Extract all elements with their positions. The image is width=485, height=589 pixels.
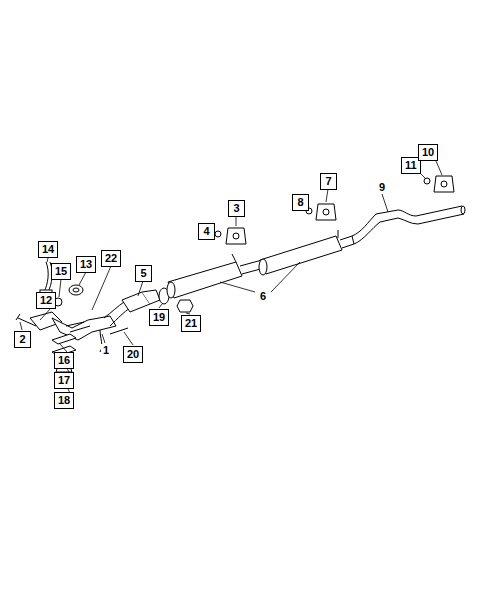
callout-number: 6 (258, 290, 268, 303)
muffler-end (259, 259, 267, 275)
isolator-hole (323, 209, 329, 215)
hanger-isolator (434, 176, 454, 192)
tail-pipe-end (461, 206, 465, 214)
isolator-hole (441, 181, 447, 187)
callout-number: 15 (51, 263, 71, 280)
callout-number: 19 (149, 309, 169, 326)
leader-line (79, 272, 86, 285)
washer (215, 231, 221, 237)
stud (110, 328, 128, 334)
callout-number: 2 (14, 331, 31, 348)
converter-detail (66, 322, 90, 332)
callout-number: 10 (418, 144, 438, 161)
leader-line (220, 262, 300, 292)
converter-outlet (142, 290, 160, 304)
callout-number: 1 (101, 344, 111, 357)
leader-line (47, 258, 48, 262)
callout-number: 12 (36, 292, 56, 309)
leader-line (102, 334, 105, 343)
gasket (69, 285, 83, 295)
washer (424, 178, 430, 184)
callout-number: 8 (292, 194, 309, 211)
callout-number: 18 (54, 392, 74, 409)
tail-pipe (352, 206, 464, 244)
callout-number: 14 (38, 241, 58, 258)
leader-line (138, 281, 143, 296)
callout-number: 20 (123, 346, 143, 363)
callout-number: 22 (101, 250, 121, 267)
callout-number: 4 (198, 223, 215, 240)
callout-number: 7 (320, 173, 337, 190)
leader-line (186, 313, 190, 314)
leader-line (124, 332, 133, 345)
callout-number: 13 (76, 256, 96, 273)
resonator (168, 262, 242, 298)
gasket-hole (73, 288, 79, 292)
leader-line (436, 161, 442, 175)
clamp-nut (177, 300, 193, 312)
leader-line (382, 194, 388, 212)
leader-lines (20, 161, 442, 399)
muffler (260, 236, 342, 274)
callout-number: 21 (181, 315, 201, 332)
leader-line (20, 322, 22, 330)
callout-number: 17 (54, 372, 74, 389)
hanger-rod (232, 230, 338, 262)
callout-number: 9 (377, 181, 387, 194)
hanger-isolator (226, 228, 246, 244)
hanger-isolator (316, 204, 336, 220)
leader-line (159, 304, 162, 308)
resonator-end (167, 282, 175, 298)
callout-number: 5 (135, 265, 152, 282)
gasket-plate (52, 334, 76, 344)
leader-line (59, 279, 61, 297)
callout-number: 16 (54, 352, 74, 369)
muffler-outlet (340, 236, 354, 248)
leader-line (236, 216, 237, 226)
isolator-hole (233, 233, 239, 239)
callout-number: 3 (228, 200, 245, 217)
bolt (16, 314, 36, 326)
leader-line (326, 189, 328, 202)
